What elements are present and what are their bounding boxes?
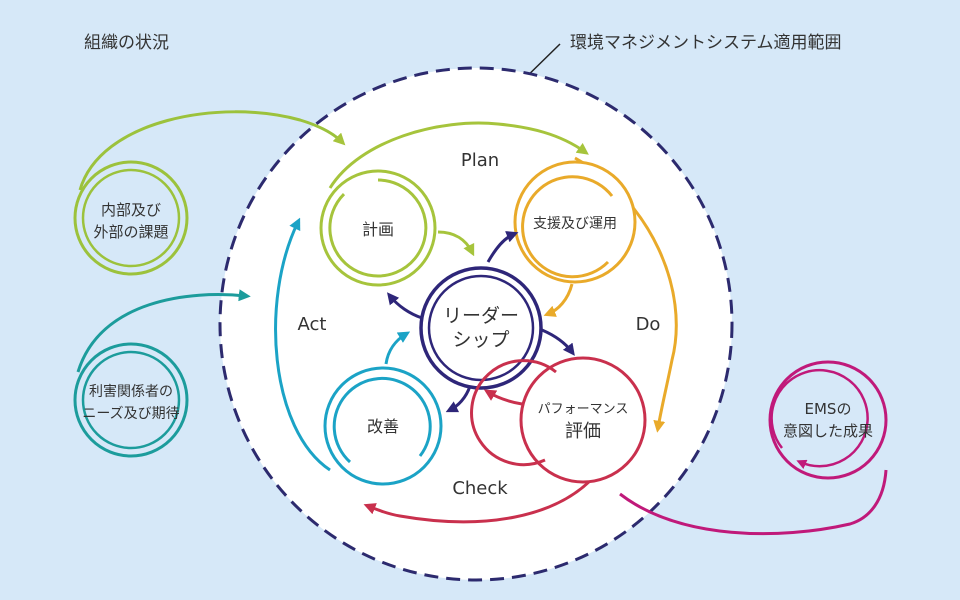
leadership-label-line2: シップ (452, 329, 509, 351)
phase-do-label: Do (636, 314, 661, 335)
performance-spiral (470, 359, 557, 467)
scope-label: 環境マネジメントシステム適用範囲 (570, 33, 842, 53)
performance-to-leadership-arrow (483, 389, 523, 406)
output-label-line2: 意図した成果 (783, 422, 873, 440)
leadership-to-improvement-arrow (445, 385, 472, 413)
plan-arc-arrow (328, 121, 589, 189)
output-spiral (770, 368, 869, 470)
support-to-leadership-arrow (543, 283, 574, 317)
stakeholders-label-line2: ニーズ及び期待 (82, 406, 179, 422)
phase-plan-label: Plan (461, 150, 499, 171)
planning-spiral (328, 178, 428, 278)
phase-act-label: Act (298, 314, 327, 335)
planning-to-leadership-arrow (437, 230, 475, 257)
output-label-line1: EMSの (805, 400, 852, 418)
improvement-to-leadership-arrow (384, 331, 411, 365)
performance-label-line1: パフォーマンス (538, 402, 629, 417)
leadership-node: リーダー シップ (419, 266, 543, 390)
performance-to-output-arrow (619, 469, 888, 536)
support-label: 支援及び運用 (533, 216, 617, 232)
stakeholders-input-node: 利害関係者の ニーズ及び期待 (73, 342, 189, 458)
leadership-to-support-arrow (486, 231, 519, 263)
context-label: 組織の状況 (84, 33, 169, 53)
leadership-label-line1: リーダー (443, 305, 519, 327)
issues-label-line2: 外部の課題 (93, 223, 168, 241)
planning-node: 計画 (319, 169, 437, 287)
support-spiral (521, 175, 614, 279)
improvement-spiral (332, 376, 432, 464)
stakeholders-label-line1: 利害関係者の (89, 384, 173, 400)
performance-node: パフォーマンス 評価 (470, 356, 647, 484)
leadership-to-performance-arrow (541, 328, 575, 356)
check-arc-arrow (363, 469, 602, 524)
improvement-label: 改善 (367, 417, 399, 436)
phase-check-label: Check (452, 478, 508, 499)
output-node: EMSの 意図した成果 (768, 360, 888, 480)
act-arc-arrow (274, 217, 331, 472)
leadership-to-planning-arrow (387, 292, 423, 320)
planning-label: 計画 (362, 220, 394, 239)
issues-to-scope-arrow (78, 110, 346, 191)
performance-label-line2: 評価 (565, 421, 601, 442)
support-node: 支援及び運用 (513, 160, 637, 284)
issues-input-node: 内部及び 外部の課題 (73, 160, 189, 276)
improvement-node: 改善 (323, 366, 443, 486)
issues-label-line1: 内部及び (101, 201, 161, 219)
stakeholders-to-scope-arrow (76, 289, 251, 373)
